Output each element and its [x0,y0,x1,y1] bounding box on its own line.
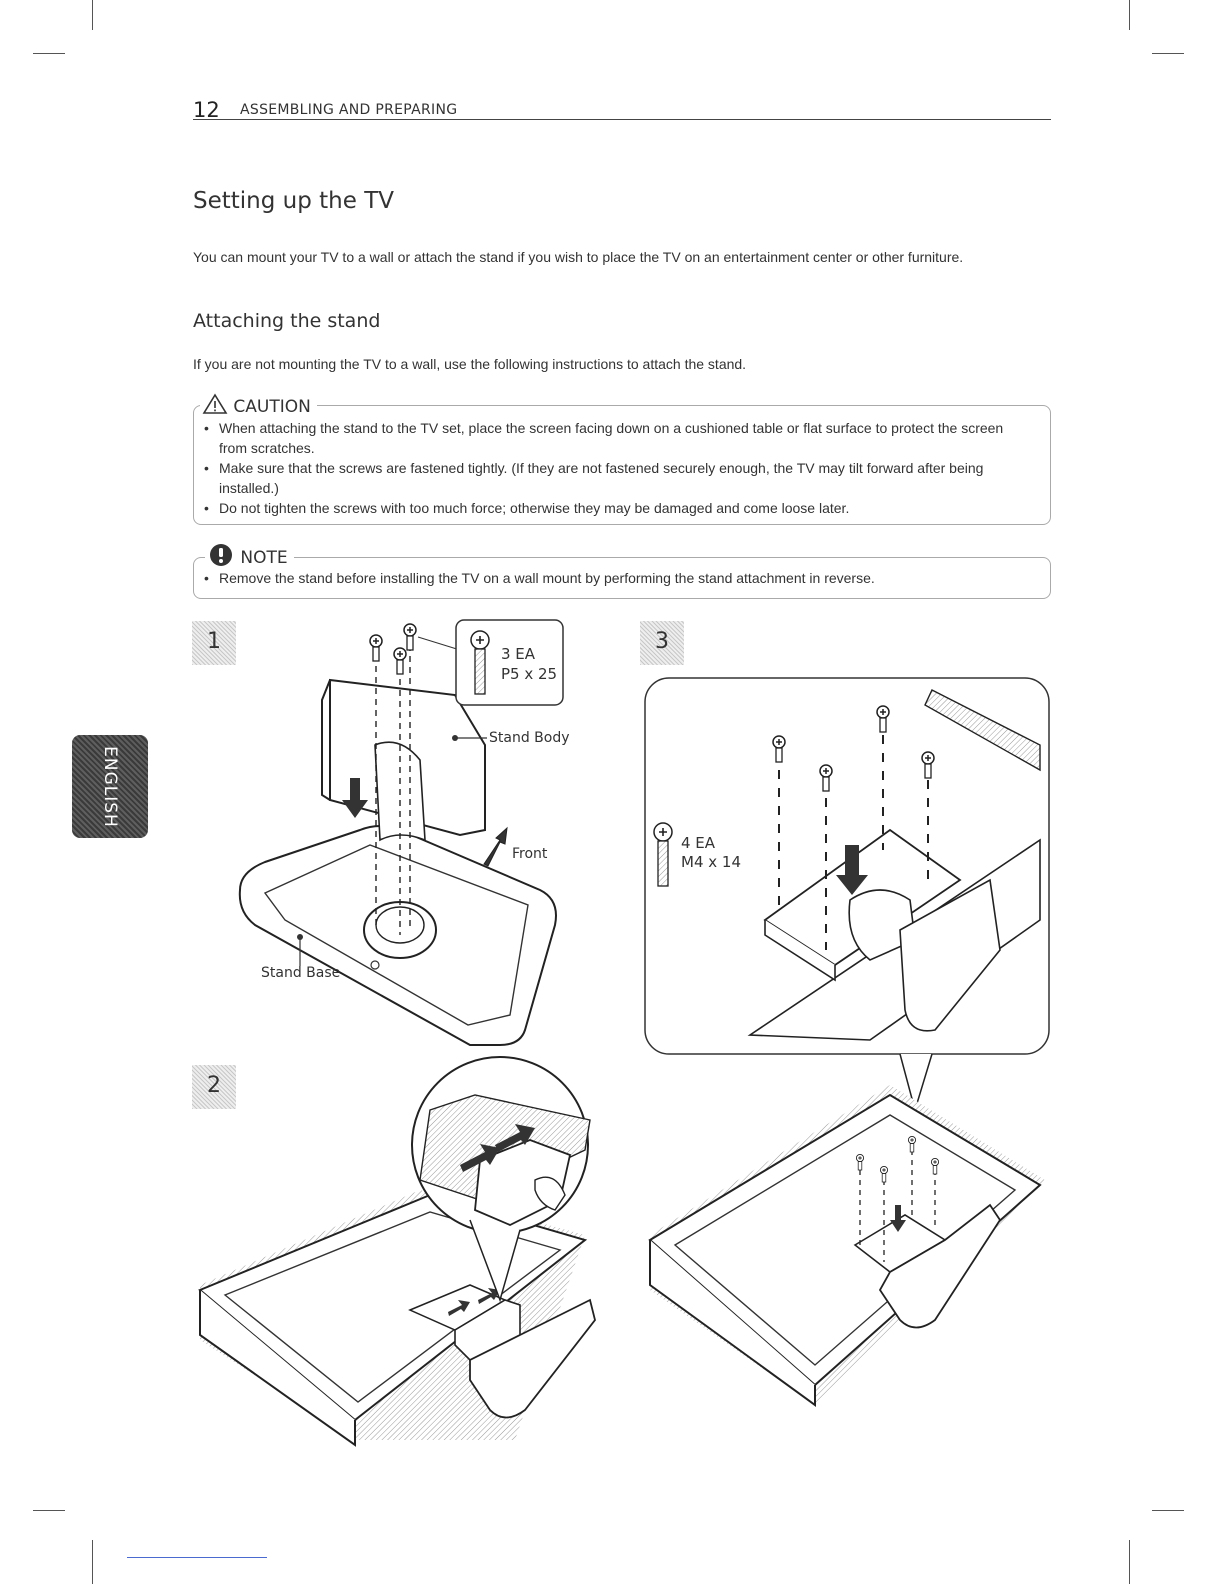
step-number-2-text: 2 [207,1073,221,1098]
section-heading: Attaching the stand [193,310,381,332]
note-exclamation-icon [210,544,232,566]
step-number-2: 2 [192,1065,236,1109]
caution-item: Do not tighten the screws with too much … [194,498,1024,518]
crop-mark [92,0,93,30]
step1-screw-count: 3 EA [501,645,536,663]
step3-screw-size: M4 x 14 [681,853,741,871]
caution-item: Make sure that the screws are fastened t… [194,458,1024,498]
step-number-1-text: 1 [207,629,221,654]
caution-list: When attaching the stand to the TV set, … [194,418,1024,518]
section-paragraph: If you are not mounting the TV to a wall… [193,356,747,372]
note-title: NOTE [205,543,294,568]
section-title: ASSEMBLING AND PREPARING [240,102,458,118]
note-item: Remove the stand before installing the T… [194,568,1024,588]
caution-item: When attaching the stand to the TV set, … [194,418,1024,458]
step3-illustration [644,677,1050,1407]
language-tab: ENGLISH [72,735,148,838]
note-list: Remove the stand before installing the T… [194,568,1024,588]
page-number: 12 [193,98,220,122]
crop-mark [1152,1510,1184,1511]
page-title: Setting up the TV [193,188,394,214]
step1-illustration [238,619,564,1046]
footer-link-line [127,1557,267,1558]
step1-screw-size: P5 x 25 [501,665,558,683]
label-front: Front [512,846,548,862]
step3-screw-count: 4 EA [681,834,716,852]
label-stand-base: Stand Base [261,965,341,981]
note-box: Remove the stand before installing the T… [193,557,1051,599]
crop-mark [33,53,65,54]
caution-title: CAUTION [200,393,317,417]
header-rule [193,119,1051,120]
crop-mark [1129,0,1130,30]
caution-title-text: CAUTION [233,397,311,417]
note-title-text: NOTE [240,548,288,568]
crop-mark [1152,53,1184,54]
intro-paragraph: You can mount your TV to a wall or attac… [193,249,964,265]
step-number-1: 1 [192,621,236,665]
step-number-3: 3 [640,621,684,665]
caution-box: When attaching the stand to the TV set, … [193,405,1051,525]
crop-mark [33,1510,65,1511]
label-stand-body: Stand Body [489,730,570,746]
step-number-3-text: 3 [655,629,669,654]
crop-mark [1129,1540,1130,1584]
warning-triangle-icon [202,393,228,414]
step2-illustration [198,1056,596,1447]
crop-mark [92,1540,93,1584]
